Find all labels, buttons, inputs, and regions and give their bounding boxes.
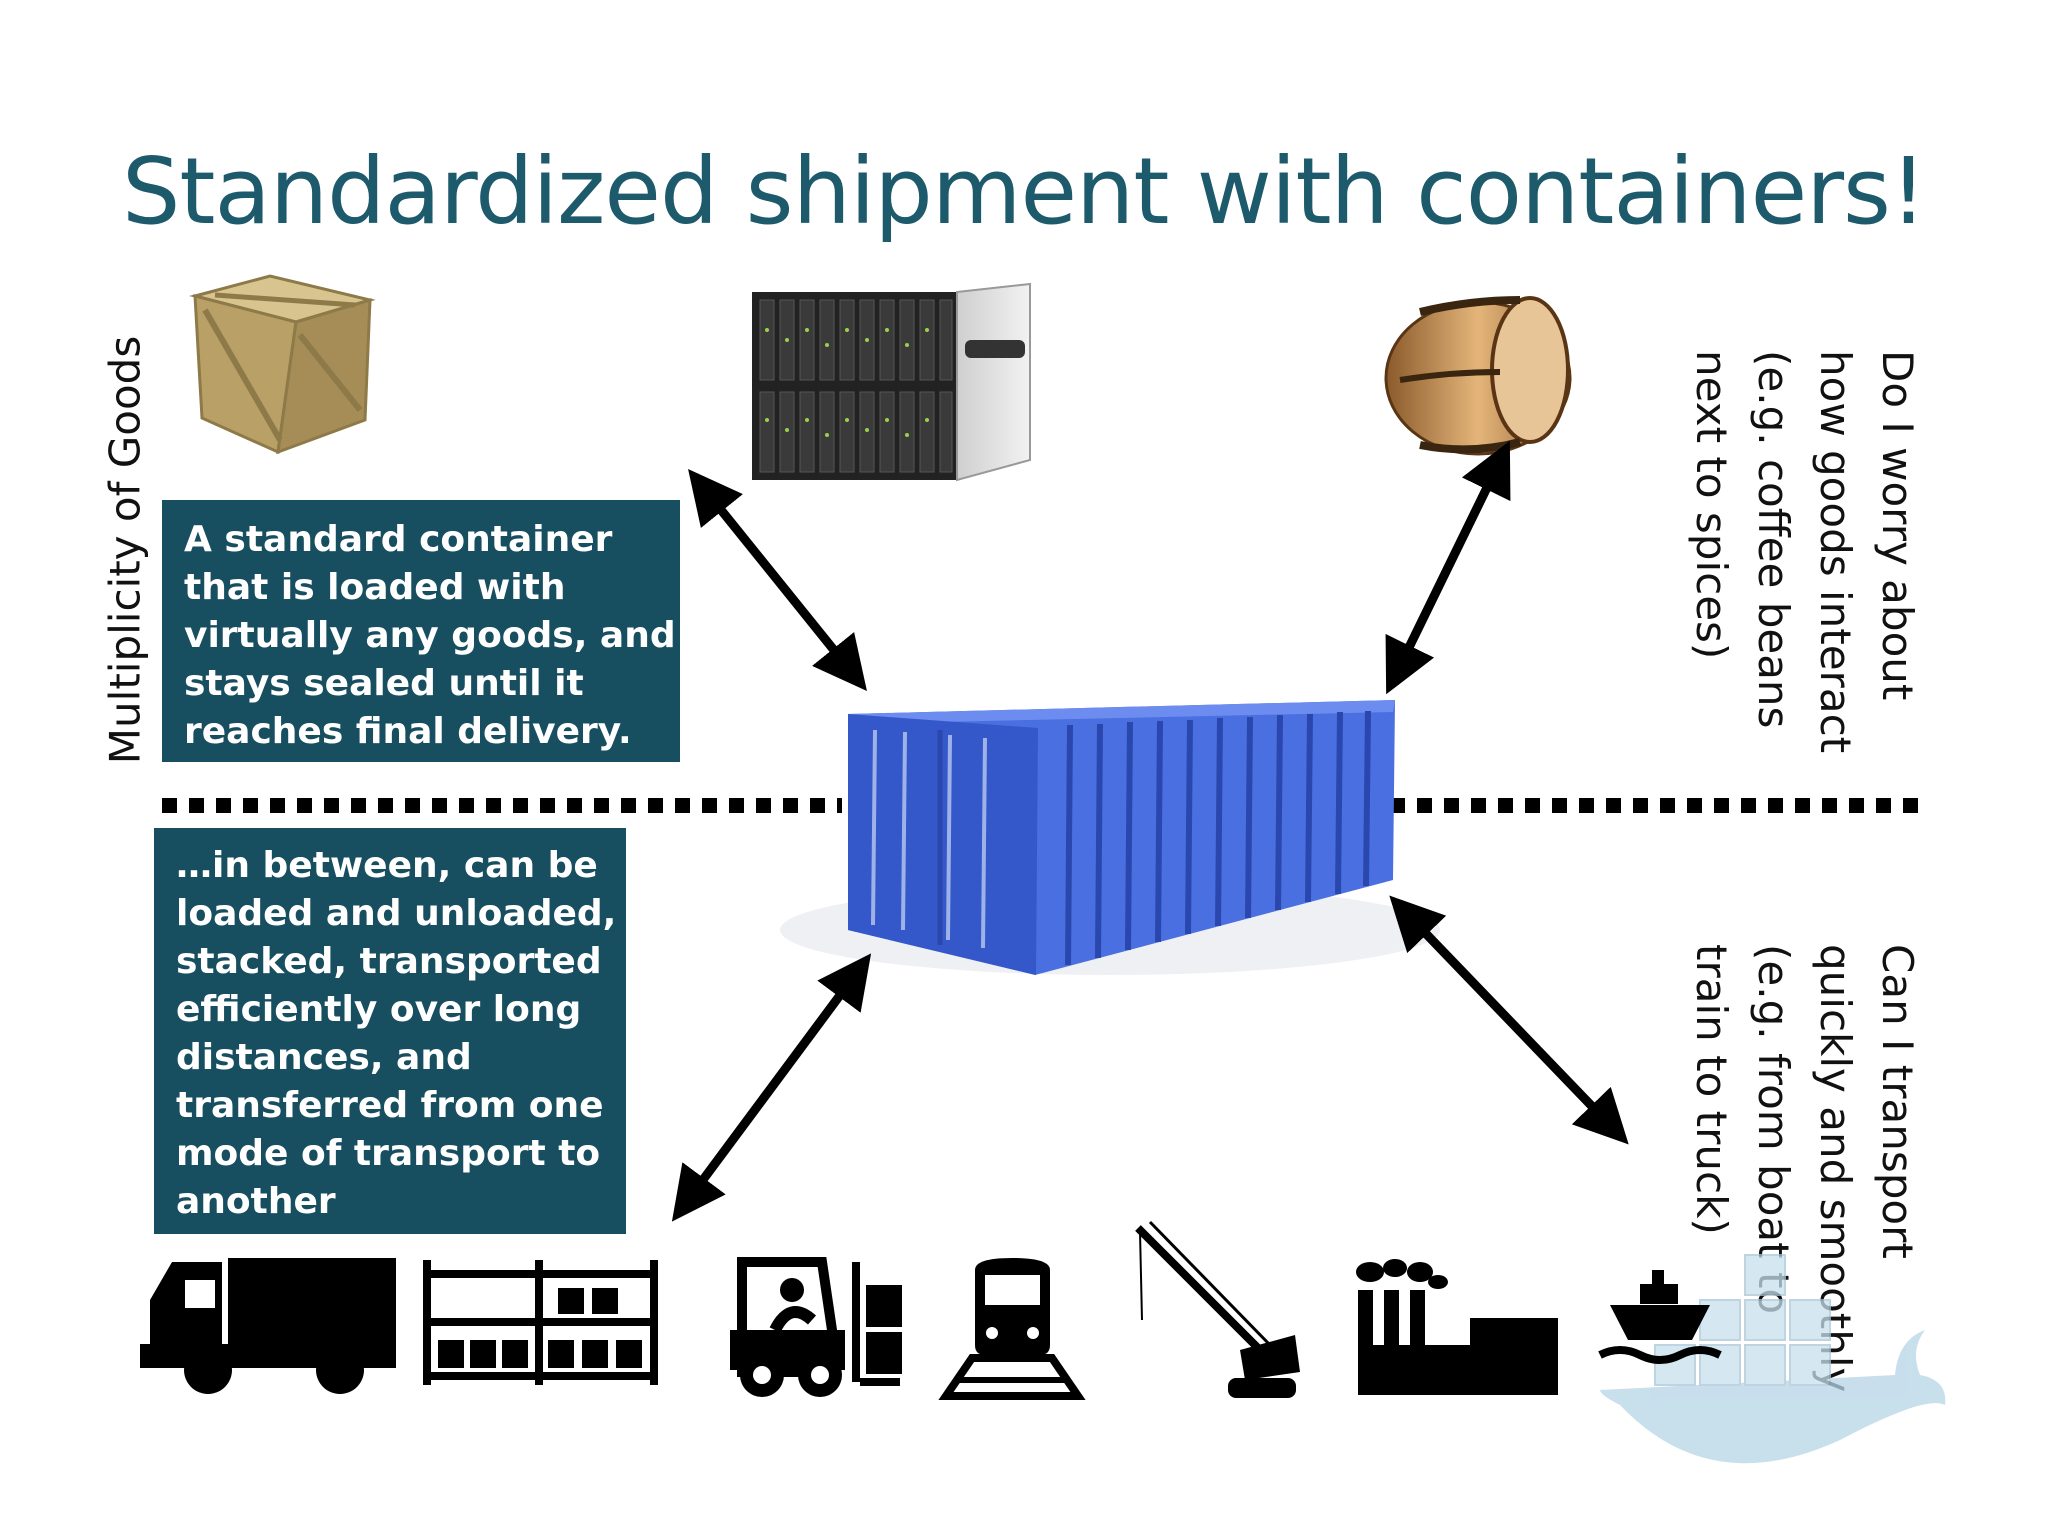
arrow-server [688,468,867,692]
arrows [671,440,1629,1222]
train-icon [938,1258,1086,1400]
server-rack-icon [752,282,1031,482]
barrel-icon [1384,296,1572,456]
in-between-box: …in between, can be loaded and unloaded,… [154,828,626,1234]
sealed-container-box: A standard container that is loaded with… [162,500,680,762]
shipping-container [780,700,1440,975]
truck-icon [140,1258,396,1394]
crane-icon [1135,1220,1300,1398]
arrow-transport-right [1389,895,1629,1145]
slide-title: Standardized shipment with containers! [122,138,1927,245]
whale-icon [1600,1254,1946,1464]
arrow-transport-left [671,953,872,1222]
arrow-barrel [1385,440,1511,695]
dotted-divider-right [1390,798,1920,813]
forklift-icon [730,1257,902,1397]
dotted-divider-left [162,798,842,813]
factory-icon [1356,1259,1558,1395]
ship-icon [1598,1270,1722,1364]
crate-icon [189,274,376,455]
warehouse-shelf-icon [423,1260,658,1385]
